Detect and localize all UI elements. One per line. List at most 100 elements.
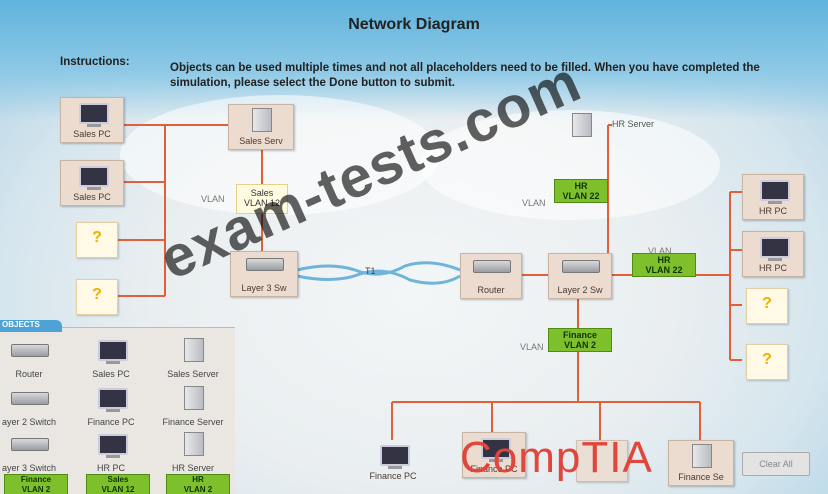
palette-label: Sales PC: [92, 369, 130, 379]
finance-pc-node[interactable]: Finance PC: [462, 432, 526, 478]
empty-finance-slot[interactable]: [576, 440, 628, 482]
node-label: Layer 2 Sw: [557, 285, 603, 295]
palette-finance-pc[interactable]: Finance PC: [76, 384, 146, 429]
vlan-name: Finance: [562, 330, 597, 340]
palette-label: ayer 2 Switch: [1, 417, 57, 427]
pc-icon: [760, 180, 790, 204]
vlan-name: HR: [192, 475, 204, 484]
palette-layer2-switch[interactable]: ayer 2 Switch: [0, 384, 64, 429]
sales-pc-node[interactable]: Sales PC: [60, 160, 124, 206]
hr-pc-node[interactable]: HR PC: [742, 231, 804, 277]
palette-label: Sales Server: [167, 369, 219, 379]
vlan-id: VLAN 12: [243, 198, 281, 208]
pc-icon: [79, 166, 109, 190]
palette-label: Router: [15, 369, 43, 379]
vlan-slot-label: VLAN: [648, 246, 672, 256]
layer2-switch-node[interactable]: Layer 2 Sw: [548, 253, 612, 299]
vlan-name: HR: [657, 255, 671, 265]
switch-icon: [11, 392, 49, 405]
node-label: Sales Serv: [239, 136, 283, 146]
clear-all-label: Clear All: [759, 459, 793, 469]
hr-server-node[interactable]: [566, 110, 596, 140]
finance-server-node[interactable]: Finance Se: [668, 440, 734, 486]
placeholder-slot[interactable]: ?: [746, 344, 788, 380]
page-title: Network Diagram: [348, 16, 480, 33]
palette-hr-pc[interactable]: HR PC: [76, 430, 146, 475]
pc-icon: [760, 237, 790, 261]
placeholder-slot[interactable]: ?: [76, 222, 118, 258]
palette-sales-pc[interactable]: Sales PC: [76, 336, 146, 381]
node-label: Finance PC: [369, 471, 417, 481]
sales-pc-node[interactable]: Sales PC: [60, 97, 124, 143]
vlan-id: VLAN 22: [645, 265, 683, 275]
palette-router[interactable]: Router: [0, 336, 64, 381]
node-label: Layer 3 Sw: [241, 283, 287, 293]
layer3-switch-node[interactable]: Layer 3 Sw: [230, 251, 298, 297]
node-label: Sales PC: [73, 129, 111, 139]
vlan-name: HR: [574, 181, 588, 191]
pc-icon: [98, 388, 128, 412]
pc-icon: [98, 434, 128, 458]
palette-finance-server[interactable]: Finance Server: [158, 384, 228, 429]
vlan-id: VLAN 2: [183, 484, 213, 494]
t1-link-label: T1: [365, 266, 376, 276]
server-icon: [252, 108, 272, 132]
server-icon: [572, 113, 592, 137]
router-icon: [11, 344, 49, 357]
placeholder-slot[interactable]: ?: [746, 288, 788, 324]
node-label: Router: [477, 285, 505, 295]
pc-icon: [79, 103, 109, 127]
clear-all-button[interactable]: Clear All: [742, 452, 810, 476]
vlan-slot-label: VLAN: [201, 194, 225, 204]
palette-sales-server[interactable]: Sales Server: [158, 336, 228, 381]
palette-label: HR Server: [171, 463, 214, 473]
vlan-name: Finance: [20, 475, 52, 484]
placeholder-slot[interactable]: ?: [76, 279, 118, 315]
vlan-id: VLAN 22: [562, 191, 600, 201]
server-icon: [692, 444, 712, 468]
instructions-text: Objects can be used multiple times and n…: [170, 62, 760, 89]
node-label: Finance PC: [470, 464, 518, 474]
palette-label: ayer 3 Switch: [1, 463, 57, 473]
question-icon: ?: [762, 295, 772, 312]
objects-panel-title: OBJECTS: [2, 320, 40, 329]
vlan-name: Sales: [250, 188, 274, 198]
palette-hr-server[interactable]: HR Server: [158, 430, 228, 475]
comptia-logo: CompTIA: [460, 433, 653, 482]
sky-background: [0, 0, 828, 120]
palette-layer3-switch[interactable]: ayer 3 Switch: [0, 430, 64, 475]
palette-label: Finance PC: [87, 417, 135, 427]
router-node[interactable]: Router: [460, 253, 522, 299]
question-icon: ?: [92, 229, 102, 246]
finance-pc-node[interactable]: Finance PC: [362, 440, 424, 484]
server-icon: [184, 338, 204, 362]
sales-server-node[interactable]: Sales Serv: [228, 104, 294, 150]
question-icon: ?: [92, 286, 102, 303]
question-icon: ?: [762, 351, 772, 368]
node-label: HR PC: [758, 206, 787, 216]
switch-icon: [562, 260, 600, 273]
hr-pc-node[interactable]: HR PC: [742, 174, 804, 220]
objects-panel-tab: OBJECTS: [0, 320, 62, 332]
instructions-label: Instructions:: [60, 56, 130, 68]
palette-label: Finance Server: [162, 417, 224, 427]
node-label: Sales PC: [73, 192, 111, 202]
hr-server-label: HR Server: [612, 119, 655, 129]
node-label: HR PC: [758, 263, 787, 273]
pc-icon: [481, 438, 511, 462]
vlan-slot-label: VLAN: [522, 198, 546, 208]
